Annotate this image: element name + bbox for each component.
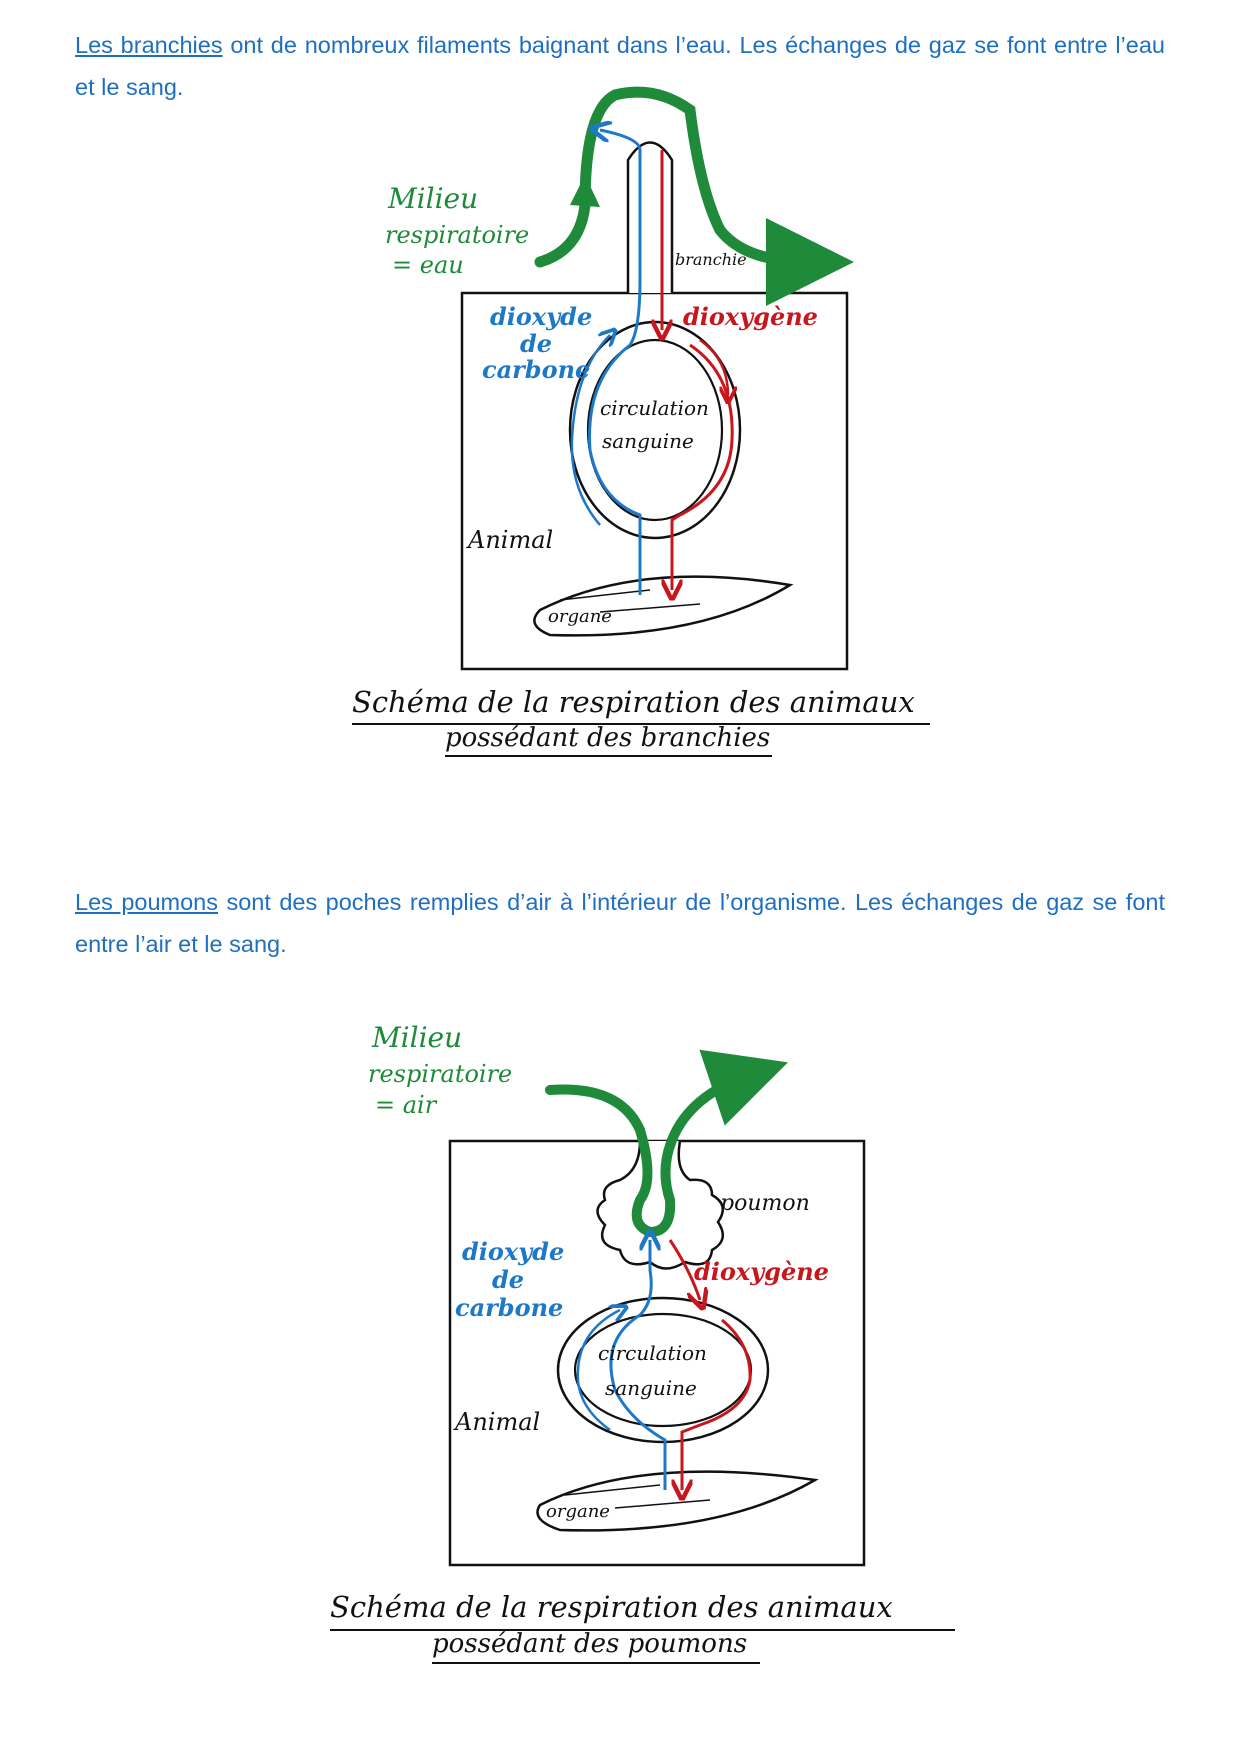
- poumon-shape: [596, 1140, 725, 1270]
- diagram-branchies: Milieu respiratoire = eau branchie dioxy…: [352, 86, 930, 757]
- animal-label: Animal: [466, 526, 553, 554]
- branchie-label: branchie: [675, 250, 747, 269]
- milieu-label-1: Milieu: [387, 182, 478, 215]
- co2-arrow-loop: [576, 1310, 620, 1432]
- keyword-poumons: Les poumons: [75, 889, 219, 915]
- co2-arrow-up: [590, 130, 642, 595]
- water-flow-arrowhead-left: [570, 175, 600, 207]
- circulation-label-2: sanguine: [605, 1376, 697, 1400]
- paragraph-poumons-text: sont des poches remplies d’air à l’intér…: [75, 889, 1166, 957]
- paragraph-branchies-text: ont de nombreux filaments baignant dans …: [75, 32, 1165, 100]
- milieu-label-2: respiratoire: [385, 221, 529, 249]
- co2-label-1: dioxyde: [462, 1237, 564, 1266]
- organe-label: organe: [546, 1501, 610, 1522]
- keyword-branchies: Les branchies: [75, 32, 223, 58]
- milieu-label-2: respiratoire: [368, 1060, 512, 1088]
- animal-label: Animal: [453, 1408, 540, 1436]
- caption-line-2: possédant des poumons: [432, 1629, 747, 1659]
- o2-arrow-inner: [699, 338, 728, 395]
- caption-line-1: Schéma de la respiration des animaux: [352, 685, 915, 719]
- milieu-label-3: = air: [375, 1091, 438, 1119]
- o2-label: dioxygène: [694, 1257, 829, 1286]
- o2-arrow-loop: [672, 343, 734, 590]
- organe-line: [614, 1499, 711, 1509]
- co2-arrow-loop: [570, 335, 610, 526]
- circulation-inner: [573, 1312, 753, 1428]
- organe-label: organe: [548, 606, 612, 627]
- poumon-label: poumon: [720, 1191, 810, 1216]
- co2-label-3: carbone: [455, 1293, 563, 1322]
- caption-line-1: Schéma de la respiration des animaux: [330, 1590, 893, 1624]
- organe-line: [559, 589, 651, 601]
- organe-line: [599, 603, 701, 613]
- caption-line-2: possédant des branchies: [445, 723, 770, 753]
- co2-label-2: de: [520, 329, 552, 358]
- co2-label-2: de: [492, 1265, 524, 1294]
- circulation-label-1: circulation: [600, 396, 709, 420]
- milieu-label-1: Milieu: [371, 1021, 462, 1054]
- organe-line: [564, 1484, 661, 1496]
- co2-label-3: carbone: [482, 355, 590, 384]
- o2-label: dioxygène: [683, 302, 818, 331]
- organe-shape: [533, 575, 794, 637]
- circulation-label-1: circulation: [598, 1341, 707, 1365]
- o2-arrow-down: [668, 1239, 700, 1300]
- circulation-label-2: sanguine: [602, 429, 694, 453]
- milieu-label-3: = eau: [392, 251, 464, 279]
- water-flow-arrow: [534, 86, 854, 306]
- co2-label-1: dioxyde: [490, 302, 592, 331]
- organe-shape: [536, 1470, 819, 1532]
- circulation-outer: [556, 1296, 770, 1444]
- paragraph-branchies: Les branchies ont de nombreux filaments …: [75, 24, 1165, 108]
- o2-arrow-loop: [682, 1318, 752, 1490]
- paragraph-poumons: Les poumons sont des poches remplies d’a…: [75, 881, 1165, 965]
- co2-arrow-up: [609, 1240, 667, 1490]
